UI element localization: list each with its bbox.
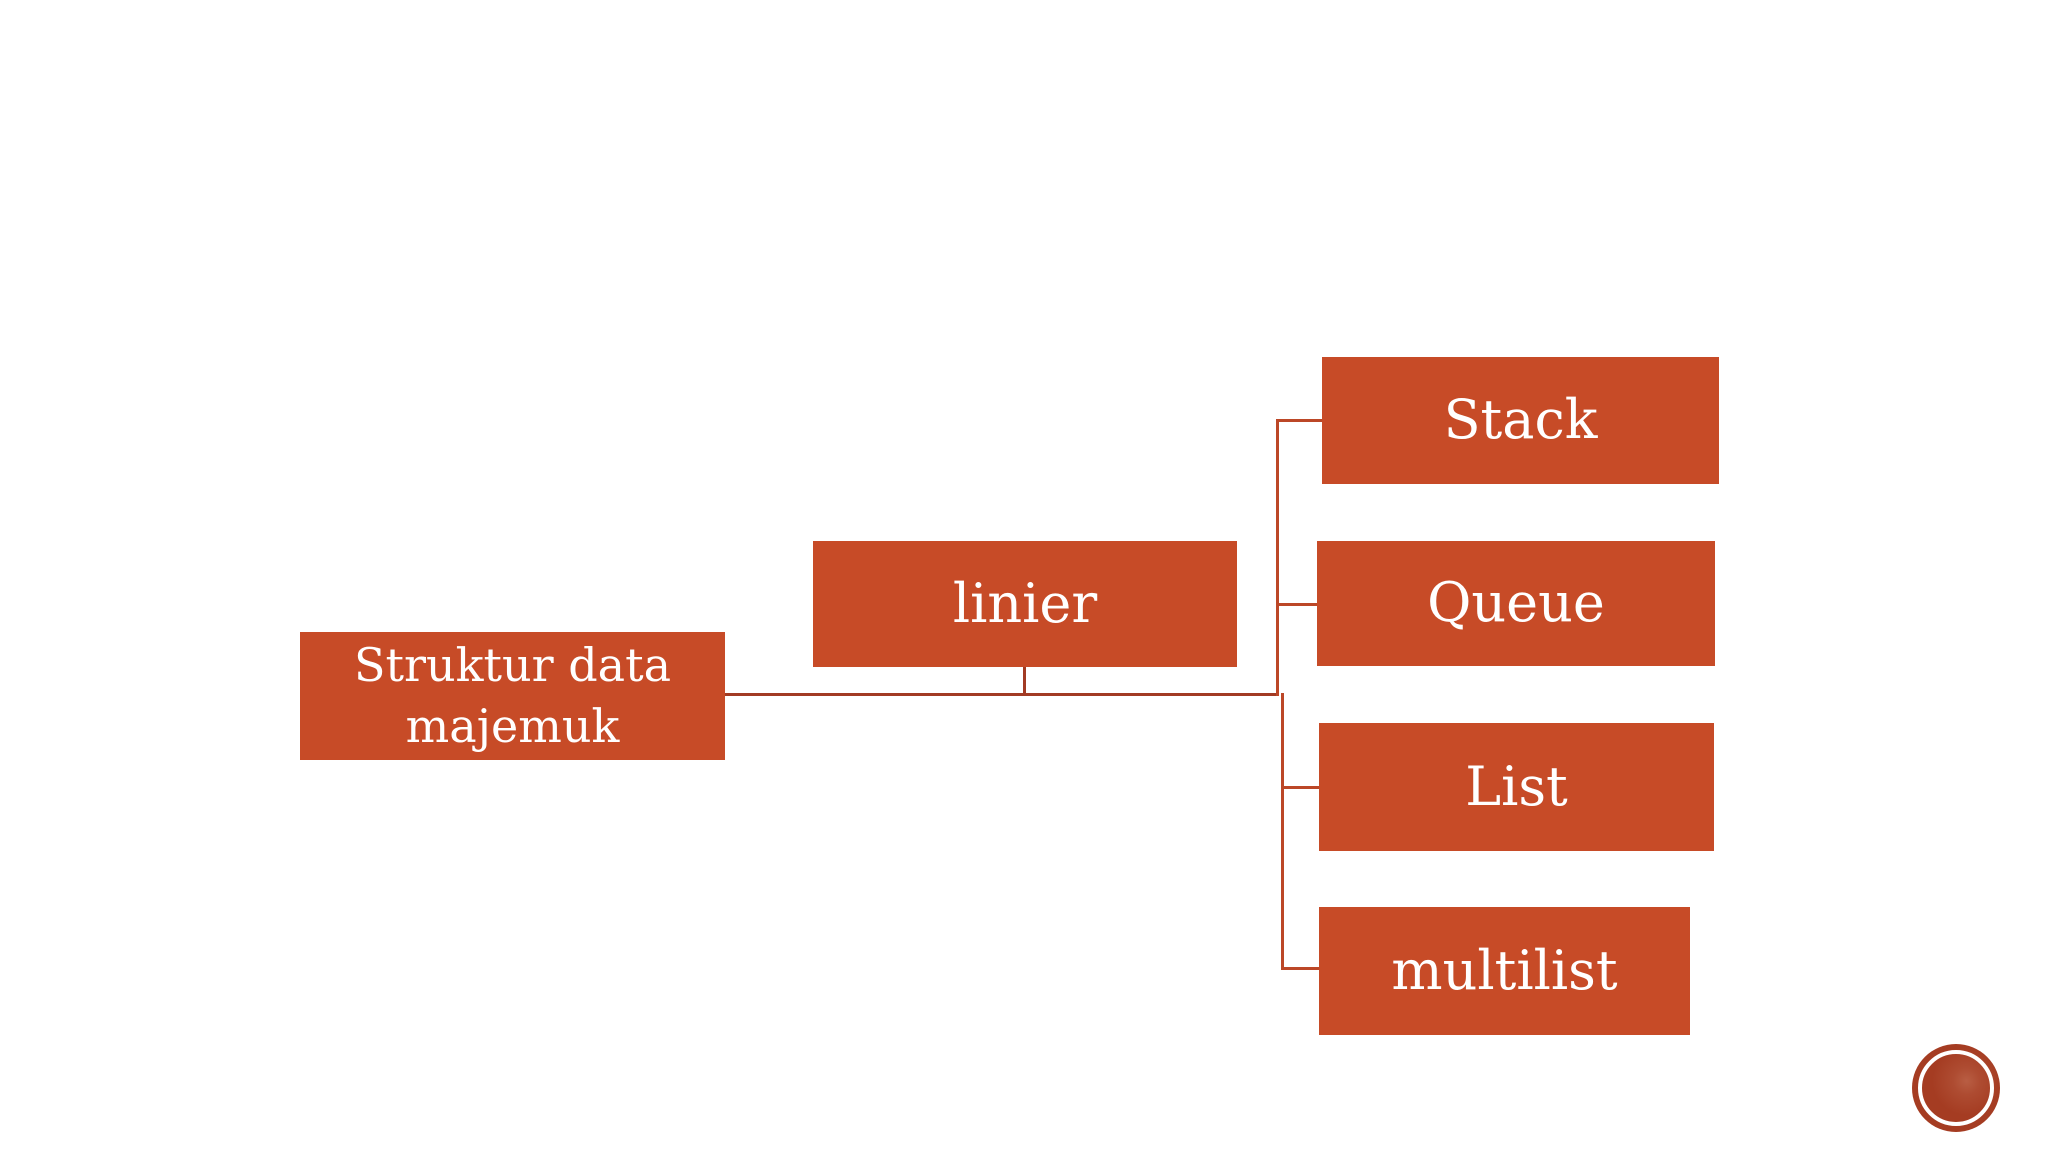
node-linier: linier (813, 541, 1237, 667)
node-list-label: List (1465, 754, 1568, 818)
connector-linier-stub (1023, 667, 1026, 696)
connector-trunk-lower (1281, 693, 1284, 970)
connector-stub-list (1281, 786, 1319, 789)
circle-badge (1912, 1044, 2000, 1132)
connector-trunk-upper (1276, 419, 1279, 696)
node-multilist-label: multilist (1391, 938, 1618, 1002)
node-stack-label: Stack (1443, 388, 1598, 452)
node-list: List (1319, 723, 1714, 851)
connector-stub-stack (1276, 419, 1322, 422)
connector-stub-multilist (1281, 967, 1319, 970)
node-multilist: multilist (1319, 907, 1690, 1035)
node-root: Struktur data majemuk (300, 632, 725, 760)
node-queue-label: Queue (1427, 571, 1605, 635)
connector-root-horizontal (725, 693, 1279, 696)
node-queue: Queue (1317, 541, 1715, 666)
node-root-label: Struktur data majemuk (354, 638, 671, 753)
node-stack: Stack (1322, 357, 1719, 484)
node-linier-label: linier (952, 571, 1098, 635)
connector-stub-queue (1276, 603, 1317, 606)
circle-badge-ring-icon (1918, 1050, 1994, 1126)
